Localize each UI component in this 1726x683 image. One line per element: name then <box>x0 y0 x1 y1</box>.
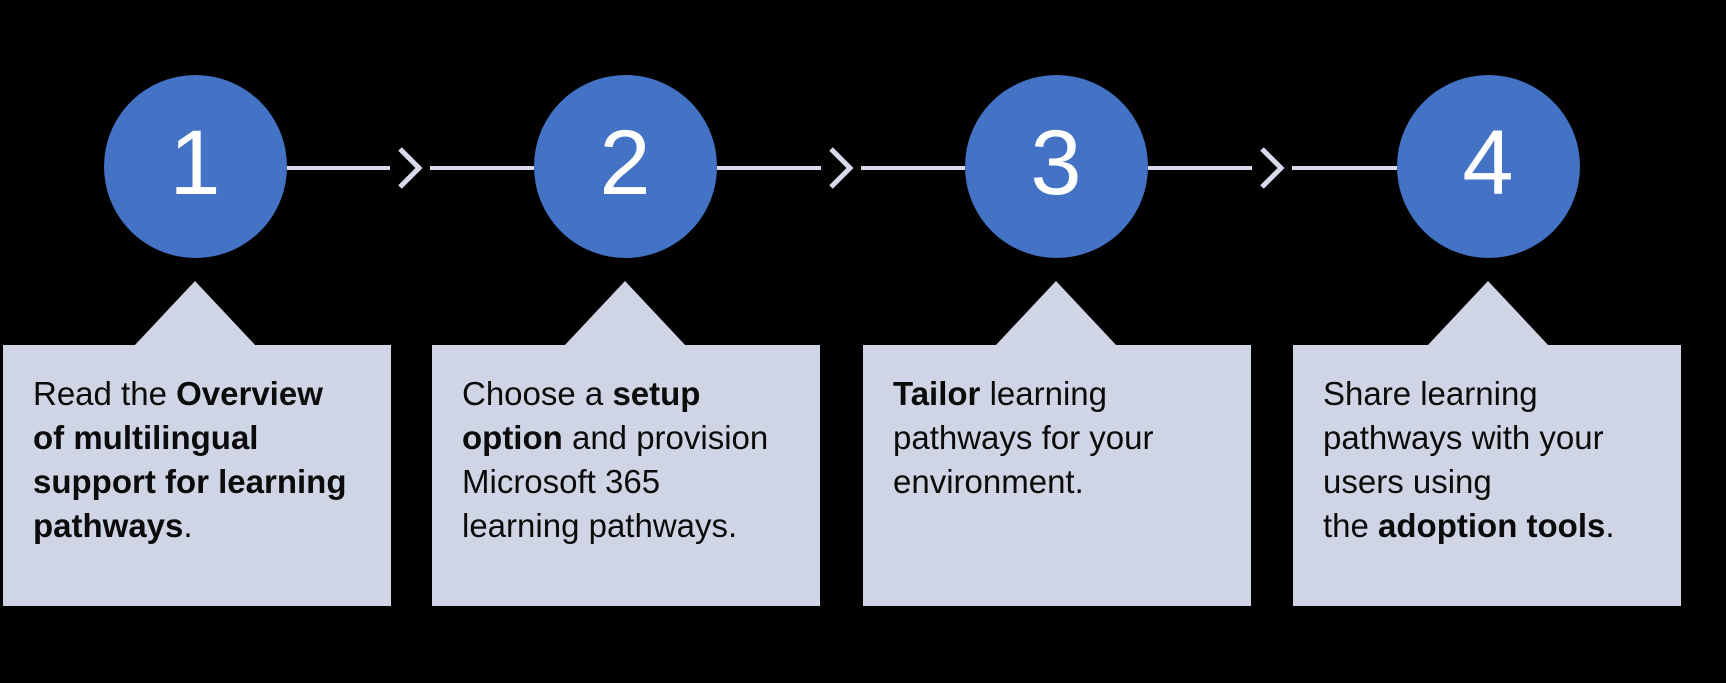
callout-text-line: environment. <box>893 460 1227 504</box>
chevron-right-icon <box>1260 147 1285 189</box>
callout-pointer <box>564 281 686 346</box>
text-segment: environment. <box>893 463 1084 500</box>
text-segment: Overview <box>176 375 323 412</box>
step-number: 1 <box>169 112 221 214</box>
callout-pointer <box>995 281 1117 346</box>
text-segment: setup <box>612 375 701 412</box>
callout-text-line: Choose a setup <box>462 372 796 416</box>
callout-text-line: support for learning <box>33 460 367 504</box>
text-segment: . <box>1605 507 1615 544</box>
text-segment: Share learning <box>1323 375 1538 412</box>
connector-line-left <box>286 166 390 170</box>
text-segment: adoption tools <box>1378 507 1606 544</box>
callout-text-line: Read the Overview <box>33 372 367 416</box>
step-number: 3 <box>1030 112 1082 214</box>
chevron-right-icon <box>398 147 423 189</box>
callout-text-line: the adoption tools. <box>1323 504 1657 548</box>
text-segment: pathways with your <box>1323 419 1604 456</box>
text-segment: users using <box>1323 463 1492 500</box>
text-segment: . <box>183 507 193 544</box>
callout-pointer <box>134 281 256 346</box>
callout-box-4: Share learning pathways with your users us… <box>1293 345 1681 606</box>
text-segment: Read the <box>33 375 177 412</box>
text-segment: support for learning <box>33 463 347 500</box>
connector-line-right <box>860 166 965 170</box>
connector-line-right <box>1292 166 1397 170</box>
text-segment: of multilingual <box>33 419 259 456</box>
text-segment: the <box>1323 507 1379 544</box>
text-segment: option <box>462 419 563 456</box>
callout-text-line: Tailor learning <box>893 372 1227 416</box>
text-segment: Choose a <box>462 375 613 412</box>
callout-text-line: pathways with your <box>1323 416 1657 460</box>
callout-text-line: Share learning <box>1323 372 1657 416</box>
text-segment: Tailor <box>893 375 981 412</box>
callout-text-line: pathways. <box>33 504 367 548</box>
text-segment: learning <box>980 375 1107 412</box>
callout-text: Share learning pathways with your users us… <box>1293 345 1681 548</box>
step-circle-3: 3 <box>964 74 1148 258</box>
step-number: 4 <box>1462 112 1514 214</box>
step-number: 2 <box>599 112 651 214</box>
step-circle-2: 2 <box>533 74 717 258</box>
callout-text-line: users using <box>1323 460 1657 504</box>
connector-line-right <box>430 166 534 170</box>
step-circle-4: 4 <box>1396 74 1580 258</box>
connector-line-left <box>1147 166 1252 170</box>
connector-line-left <box>716 166 821 170</box>
callout-text-line: option and provision <box>462 416 796 460</box>
callout-text-line: Microsoft 365 <box>462 460 796 504</box>
callout-text-line: learning pathways. <box>462 504 796 548</box>
callout-text-line: of multilingual <box>33 416 367 460</box>
chevron-right-icon <box>828 147 854 189</box>
text-segment: and provision <box>562 419 769 456</box>
callout-text-line: pathways for your <box>893 416 1227 460</box>
text-segment: Microsoft 365 <box>462 463 661 500</box>
text-segment: pathways for your <box>893 419 1154 456</box>
text-segment: pathways <box>33 507 184 544</box>
callout-pointer <box>1427 281 1549 346</box>
step-circle-1: 1 <box>103 74 287 258</box>
text-segment: learning pathways. <box>462 507 738 544</box>
